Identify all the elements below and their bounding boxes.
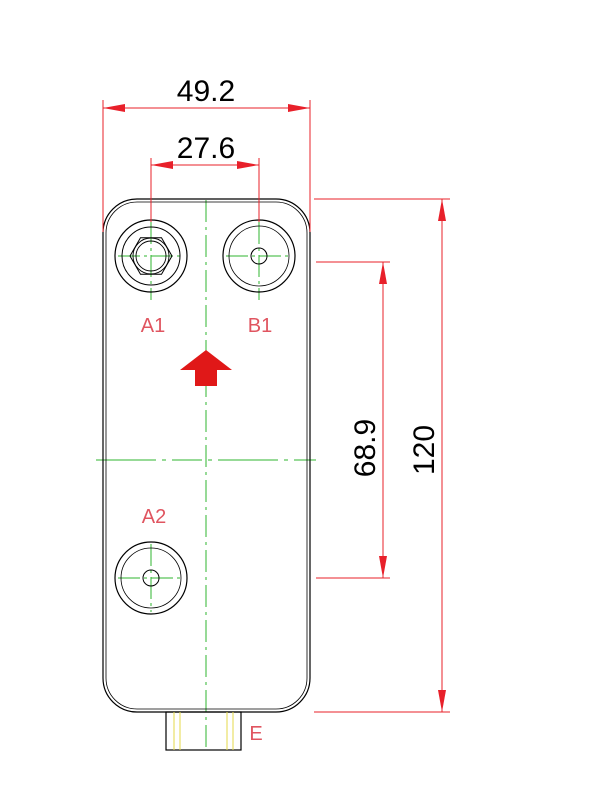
center-lines [96, 200, 316, 752]
port-label-a1: A1 [141, 315, 165, 337]
dimension-port-spacing [150, 158, 260, 222]
overall-height-value: 120 [408, 425, 441, 475]
a2-outer-ring [114, 541, 188, 615]
port-a2 [114, 541, 188, 615]
e-stub-outline [165, 711, 242, 751]
dimension-overall-width [102, 100, 311, 232]
b1-hole [250, 247, 268, 265]
plate-body-inner-outline [105, 201, 308, 710]
port-label-a2: A2 [142, 506, 166, 528]
a1-inner-ring [121, 226, 181, 286]
arrow-up-icon [180, 350, 232, 386]
a2-inner-ring [120, 547, 182, 609]
b1-inner-ring [228, 225, 290, 287]
port-a1 [114, 219, 188, 293]
overall-width-value: 49.2 [177, 75, 235, 108]
port-e [165, 711, 242, 751]
dimension-overall-height [314, 198, 450, 713]
port-label-e: E [249, 723, 262, 745]
port-label-b1: B1 [248, 315, 272, 337]
port-vertical-value: 68.9 [349, 419, 382, 477]
a2-hole [142, 569, 160, 587]
dimension-port-vertical [316, 261, 390, 579]
hex-nut-icon [129, 237, 173, 275]
port-spacing-value: 27.6 [177, 132, 235, 165]
